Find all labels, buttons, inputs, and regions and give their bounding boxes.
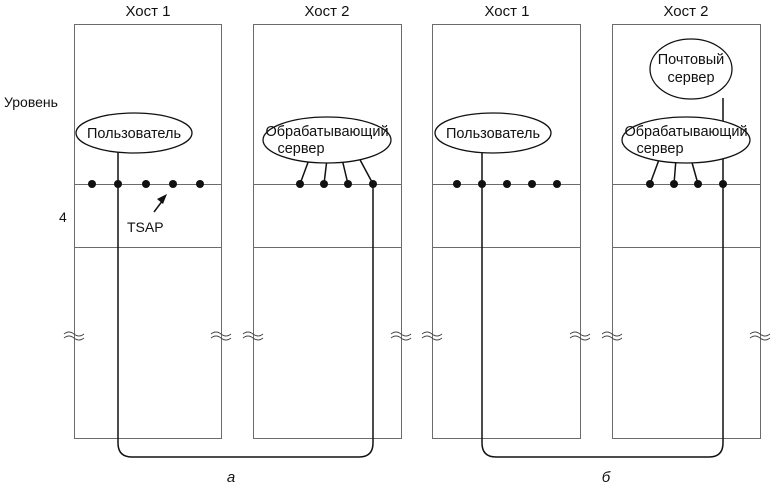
host-box-a2 bbox=[253, 24, 402, 439]
process-label-line1: Обрабатывающий bbox=[265, 124, 388, 140]
break-mark-a1-left bbox=[63, 331, 85, 341]
break-mark-b1-left bbox=[421, 331, 443, 341]
process-ellipse bbox=[262, 116, 392, 164]
process-user-b: Пользователь bbox=[434, 112, 552, 154]
break-mark-b1-right bbox=[569, 331, 591, 341]
tsap-dot-a1-5 bbox=[196, 180, 204, 188]
process-ellipse bbox=[434, 112, 552, 154]
tsap-dot-a1-1 bbox=[88, 180, 96, 188]
host-title-b2: Хост 2 bbox=[663, 3, 708, 20]
tsap-dot-a2-4 bbox=[369, 180, 377, 188]
tsap-arrow-head bbox=[157, 194, 167, 204]
tsap-dot-a2-3 bbox=[344, 180, 352, 188]
connections bbox=[117, 183, 724, 458]
process-label-line2: сервер bbox=[277, 141, 324, 157]
process-label-line2: сервер bbox=[667, 70, 714, 86]
tsap-dot-a2-2 bbox=[320, 180, 328, 188]
tsap-pointer: TSAP bbox=[127, 194, 167, 235]
tsap-dot-a1-4 bbox=[169, 180, 177, 188]
process-mail-server: Почтовый сервер bbox=[649, 38, 733, 100]
process-label: Пользователь bbox=[446, 126, 540, 142]
tsap-points bbox=[88, 180, 727, 188]
server-a-link-4 bbox=[357, 155, 374, 185]
process-label-line1: Почтовый bbox=[658, 52, 725, 68]
tsap-dot-b1-1 bbox=[453, 180, 461, 188]
connection-a bbox=[117, 183, 374, 458]
tsap-dot-b2-1 bbox=[646, 180, 654, 188]
tsap-label: TSAP bbox=[127, 219, 164, 235]
tsap-dot-b2-2 bbox=[670, 180, 678, 188]
break-mark-a2-right bbox=[390, 331, 412, 341]
break-mark-a2-left bbox=[242, 331, 264, 341]
subfigure-label-b: б bbox=[602, 469, 611, 486]
process-server-a: Обрабатывающий сервер bbox=[262, 116, 392, 164]
tsap-dot-b2-3 bbox=[694, 180, 702, 188]
host-box-b1 bbox=[432, 24, 581, 439]
tsap-dot-a2-1 bbox=[296, 180, 304, 188]
host-title-a1: Хост 1 bbox=[125, 3, 170, 20]
host-box-a1 bbox=[74, 24, 222, 439]
process-server-b: Обрабатывающий сервер bbox=[621, 116, 751, 164]
process-ellipse bbox=[621, 116, 751, 164]
break-mark-b2-left bbox=[601, 331, 623, 341]
process-user-a: Пользователь bbox=[75, 112, 193, 154]
break-mark-b2-right bbox=[749, 331, 771, 341]
break-marks bbox=[63, 331, 771, 341]
level-label: Уровень bbox=[4, 94, 58, 110]
level-number-label: 4 bbox=[59, 209, 67, 225]
server-a-link-3 bbox=[341, 158, 349, 185]
process-label: Пользователь bbox=[87, 126, 181, 142]
host-boxes bbox=[74, 24, 761, 439]
subfigure-label-a: а bbox=[227, 469, 235, 486]
process-ellipse bbox=[75, 112, 193, 154]
server-b-link-1 bbox=[649, 156, 661, 185]
tsap-dot-b1-3 bbox=[503, 180, 511, 188]
connection-b bbox=[481, 183, 724, 458]
process-label-line2: сервер bbox=[636, 141, 683, 157]
host-title-a2: Хост 2 bbox=[304, 3, 349, 20]
host-title-b1: Хост 1 bbox=[484, 3, 529, 20]
tsap-dot-a1-2 bbox=[114, 180, 122, 188]
tsap-dot-a1-3 bbox=[142, 180, 150, 188]
tsap-dot-b2-4 bbox=[719, 180, 727, 188]
break-mark-a1-right bbox=[210, 331, 232, 341]
tsap-dot-b1-5 bbox=[553, 180, 561, 188]
process-label-line1: Обрабатывающий bbox=[624, 124, 747, 140]
tsap-dot-b1-4 bbox=[528, 180, 536, 188]
tsap-dot-b1-2 bbox=[478, 180, 486, 188]
process-ellipse bbox=[649, 38, 733, 100]
